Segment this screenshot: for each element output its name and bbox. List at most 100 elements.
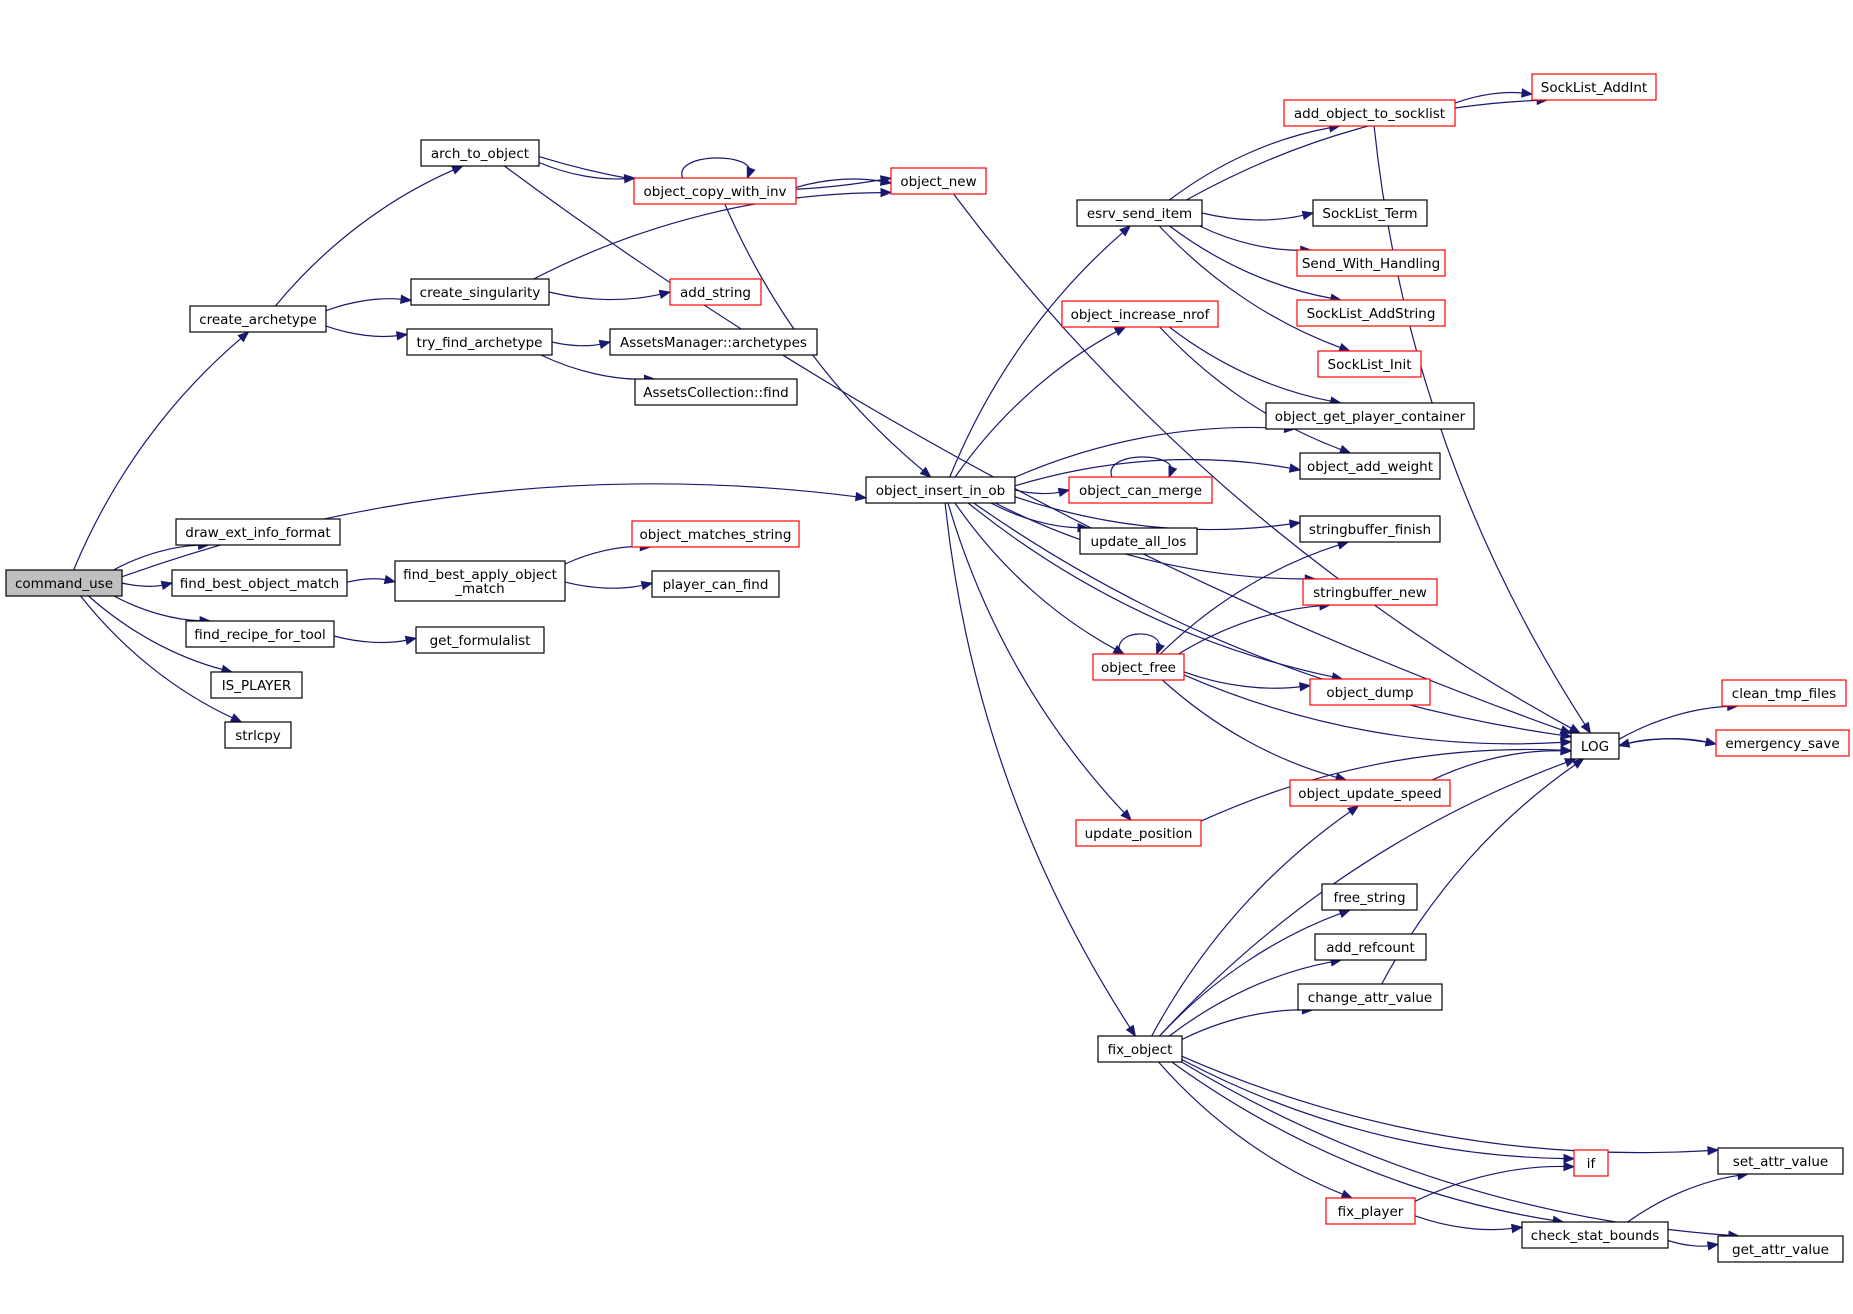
node-box: [1068, 476, 1213, 504]
node-label: object_matches_string: [640, 527, 792, 543]
node-label: add_refcount: [1326, 940, 1415, 956]
node-label: add_object_to_socklist: [1294, 106, 1445, 122]
node-assetsmanager-archetypes[interactable]: AssetsManager::archetypes: [609, 328, 818, 356]
node-add-string[interactable]: add_string: [669, 278, 762, 306]
node-label: SockList_Init: [1328, 357, 1412, 373]
node-strlcpy[interactable]: strlcpy: [224, 721, 292, 749]
node-object-can-merge[interactable]: object_can_merge: [1068, 476, 1213, 504]
node-set-attr-value[interactable]: set_attr_value: [1717, 1147, 1844, 1175]
edge-object_update_speed-to-LOG: [1431, 746, 1573, 781]
node-box: [1079, 527, 1198, 555]
edge-object_insert_in_ob-to-object_can_merge: [1014, 487, 1071, 498]
node-stringbuffer-finish[interactable]: stringbuffer_finish: [1299, 515, 1441, 543]
node-object-increase-nrof[interactable]: object_increase_nrof: [1061, 300, 1219, 328]
node-object-new[interactable]: object_new: [890, 167, 987, 195]
node-label: create_archetype: [199, 312, 317, 328]
node-draw-ext-info-format[interactable]: draw_ext_info_format: [175, 518, 341, 546]
node-label: check_stat_bounds: [1531, 1228, 1659, 1244]
edge-create_archetype-to-create_singularity: [325, 294, 413, 312]
node-log[interactable]: LOG: [1570, 732, 1620, 760]
node-if[interactable]: if: [1573, 1149, 1609, 1177]
node-label: strlcpy: [235, 728, 281, 744]
node-stringbuffer-new[interactable]: stringbuffer_new: [1302, 578, 1438, 606]
node-find-recipe-for-tool[interactable]: find_recipe_for_tool: [185, 620, 335, 648]
node-object-matches-string[interactable]: object_matches_string: [631, 520, 800, 548]
edge-object_copy_with_inv-to-object_new: [795, 176, 893, 188]
node-box: [1314, 933, 1427, 961]
node-label: object_get_player_container: [1275, 409, 1466, 425]
node-box: [1521, 1221, 1669, 1249]
node-free-string[interactable]: free_string: [1321, 883, 1418, 911]
node-label: LOG: [1581, 739, 1609, 755]
node-send-with-handling[interactable]: Send_With_Handling: [1296, 249, 1446, 277]
node-fix-object[interactable]: fix_object: [1097, 1035, 1183, 1063]
node-socklist-init[interactable]: SockList_Init: [1317, 350, 1422, 378]
node-find-best-apply-object-match[interactable]: find_best_apply_object_match: [394, 560, 566, 602]
edge-fix_object-to-object_update_speed: [1151, 805, 1360, 1037]
node-box: [1717, 1147, 1844, 1175]
node-find-best-object-match[interactable]: find_best_object_match: [171, 569, 348, 597]
edge-object_free-to-object_dump: [1183, 671, 1312, 692]
node-label: set_attr_value: [1733, 1154, 1828, 1170]
edge-update_position-to-LOG: [1200, 745, 1573, 822]
node-player-can-find[interactable]: player_can_find: [651, 570, 780, 598]
edge-find_recipe_for_tool-to-get_formulalist: [333, 635, 418, 646]
node-get-attr-value[interactable]: get_attr_value: [1717, 1235, 1844, 1263]
node-box: [1721, 679, 1847, 707]
node-object-get-player-container[interactable]: object_get_player_container: [1265, 402, 1475, 430]
node-label: SockList_AddString: [1307, 306, 1436, 322]
node-update-position[interactable]: update_position: [1075, 819, 1202, 847]
node-add-refcount[interactable]: add_refcount: [1314, 933, 1427, 961]
node-box: [634, 378, 798, 406]
node-command-use[interactable]: command_use: [5, 569, 123, 597]
node-change-attr-value[interactable]: change_attr_value: [1297, 983, 1443, 1011]
edge-object_free-to-stringbuffer_new: [1178, 601, 1332, 655]
node-create-singularity[interactable]: create_singularity: [410, 278, 550, 306]
node-object-update-speed[interactable]: object_update_speed: [1289, 779, 1451, 807]
node-socklist-term[interactable]: SockList_Term: [1312, 199, 1428, 227]
node-create-archetype[interactable]: create_archetype: [189, 305, 327, 333]
node-label: fix_player: [1338, 1204, 1404, 1220]
node-get-formulalist[interactable]: get_formulalist: [415, 626, 545, 654]
node-label: arch_to_object: [431, 146, 529, 162]
node-box: [631, 520, 800, 548]
node-label: object_copy_with_inv: [643, 184, 786, 200]
node-label: find_recipe_for_tool: [194, 627, 326, 643]
node-box: [1299, 452, 1441, 480]
edge-object_insert_in_ob-to-object_get_player_container: [1014, 423, 1296, 478]
edge-object_can_merge-to-object_can_merge: [1110, 456, 1178, 479]
node-label: object_dump: [1326, 685, 1413, 701]
node-assetscollection-find[interactable]: AssetsCollection::find: [634, 378, 798, 406]
node-arch-to-object[interactable]: arch_to_object: [420, 139, 540, 167]
node-object-add-weight[interactable]: object_add_weight: [1299, 452, 1441, 480]
node-add-object-to-socklist[interactable]: add_object_to_socklist: [1283, 99, 1456, 127]
node-socklist-addstring[interactable]: SockList_AddString: [1296, 299, 1446, 327]
node-box: [890, 167, 987, 195]
node-object-free[interactable]: object_free: [1092, 653, 1185, 681]
edge-create_singularity-to-object_new: [533, 187, 893, 280]
node-update-all-los[interactable]: update_all_los: [1079, 527, 1198, 555]
node-object-dump[interactable]: object_dump: [1309, 678, 1431, 706]
edge-object_free-to-object_free: [1118, 633, 1165, 656]
node-box: [633, 177, 797, 205]
node-label: get_formulalist: [430, 633, 531, 649]
edge-esrv_send_item-to-SockList_Term: [1201, 210, 1315, 221]
node-fix-player[interactable]: fix_player: [1325, 1197, 1416, 1225]
node-check-stat-bounds[interactable]: check_stat_bounds: [1521, 1221, 1669, 1249]
edge-add_object_to_socklist-to-SockList_AddInt: [1454, 88, 1534, 104]
node-socklist-addint[interactable]: SockList_AddInt: [1531, 73, 1657, 101]
edge-check_stat_bounds-to-get_attr_value: [1667, 1239, 1720, 1251]
node-label: if: [1587, 1156, 1597, 1172]
node-clean-tmp-files[interactable]: clean_tmp_files: [1721, 679, 1847, 707]
node-label: SockList_AddInt: [1541, 80, 1647, 96]
node-box: [1297, 983, 1443, 1011]
node-try-find-archetype[interactable]: try_find_archetype: [406, 328, 553, 356]
edge-fix_player-to-if: [1414, 1161, 1576, 1202]
node-esrv-send-item[interactable]: esrv_send_item: [1076, 199, 1203, 227]
node-label: stringbuffer_finish: [1309, 522, 1431, 538]
node-is-player[interactable]: IS_PLAYER: [210, 671, 303, 699]
node-object-insert-in-ob[interactable]: object_insert_in_ob: [865, 476, 1016, 504]
node-emergency-save[interactable]: emergency_save: [1715, 729, 1850, 757]
node-label: get_attr_value: [1732, 1242, 1829, 1258]
node-object-copy-with-inv[interactable]: object_copy_with_inv: [633, 177, 797, 205]
